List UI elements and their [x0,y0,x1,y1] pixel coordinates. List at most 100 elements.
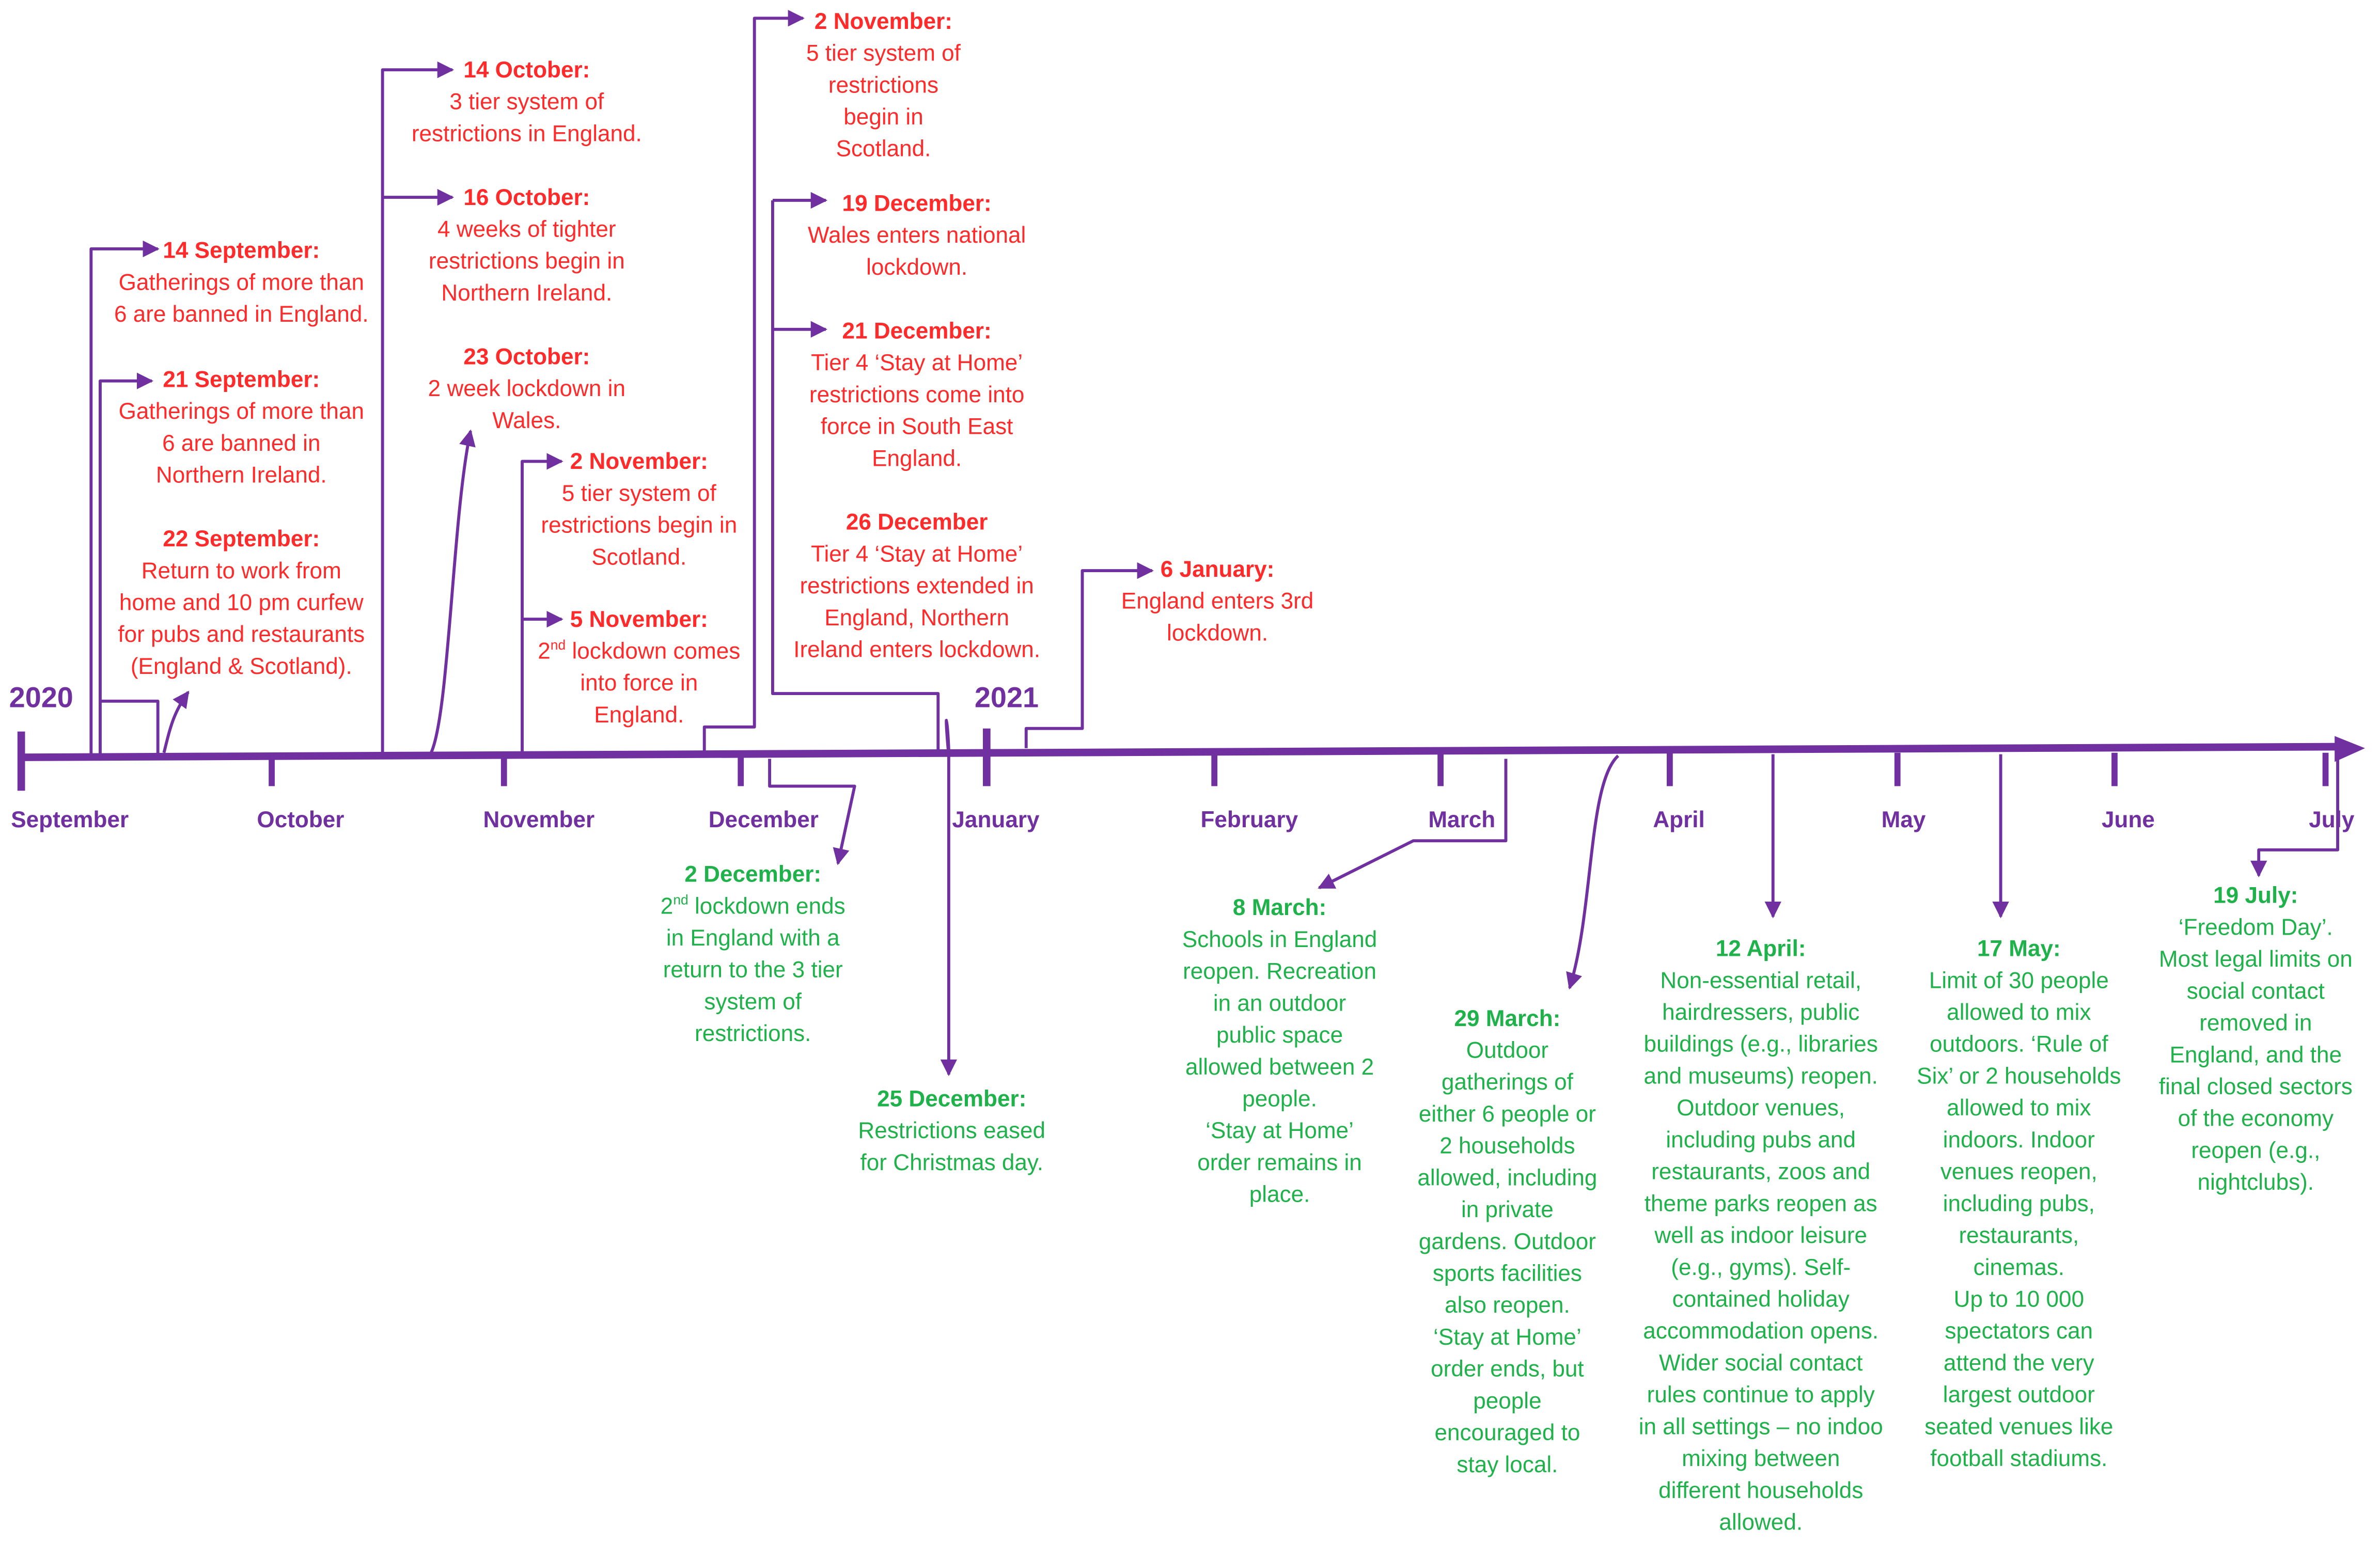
event-description-line: theme parks reopen as [1644,1191,1877,1218]
event-description-line: 3 tier system of [449,89,604,116]
event-description-line: allowed between 2 [1185,1054,1374,1081]
month-label-january: January [952,807,1040,833]
event-date: 2 November: [570,449,708,475]
event-description-line: England. [872,446,962,472]
event-description-line: place. [1249,1182,1310,1208]
event-date: 19 July: [2213,883,2298,909]
event-description-line: sports facilities [1432,1261,1582,1287]
event-description-line: hairdressers, public [1662,1000,1860,1026]
event-description-line: England. [594,702,684,729]
event-description-line: venues reopen, [1940,1159,2097,1186]
event-description-line: encouraged to [1434,1420,1580,1446]
event-description-line: football stadiums. [1930,1446,2108,1472]
event-description-line: buildings (e.g., libraries [1643,1032,1878,1058]
connector-25-december [940,718,958,1077]
event-restriction: 16 October: 4 weeks of tighter restriction… [429,182,625,310]
event-description-line: Schools in England [1182,927,1377,953]
event-date: 16 October: [463,185,590,211]
event-date: 14 October: [463,57,590,84]
event-date: 8 March: [1232,895,1327,921]
event-date: 2 December: [684,862,822,888]
event-description-line: Ireland enters lockdown. [793,637,1041,664]
year-2020-label: 2020 [9,683,73,715]
event-description-line: restrictions begin in [428,248,625,275]
event-date: 19 December: [842,191,992,217]
event-description: Tier 4 ‘Stay at Home’restrictions come i… [809,348,1025,475]
event-description-line: Scotland. [836,136,931,163]
event-description-line: Limit of 30 people [1929,968,2109,995]
event-description-line: restrictions begin in [541,513,738,539]
event-description-line: well as indoor leisure [1654,1223,1868,1249]
month-label-december: December [708,807,819,833]
event-date: 22 September: [163,526,320,553]
connector-2-november-scotland [702,10,805,751]
event-description-line: in an outdoor [1213,991,1346,1017]
event-description-line: for Christmas day. [860,1150,1043,1176]
event-description-line: 2 households [1439,1133,1575,1160]
connector-19-july [2250,759,2339,878]
event-description-line: 5 tier system of [561,481,716,507]
connector-2-november [521,453,563,753]
event-description-line: lockdown. [1167,621,1269,647]
event-restriction: 21 December:Tier 4 ‘Stay at Home’restric… [809,316,1025,475]
event-connectors [89,10,2339,1077]
event-description: England enters 3rd lockdown. [1121,586,1314,649]
event-description-line: restrictions in England. [411,121,642,148]
connector-29-march [1566,754,1619,990]
event-description-line: in private [1461,1197,1554,1223]
event-description-line: England enters 3rd [1121,589,1314,615]
month-label-may: May [1881,807,1926,833]
event-description-line: Tier 4 ‘Stay at Home’ [811,542,1023,568]
month-label-september: September [11,807,129,833]
event-description-line: mixing between [1682,1446,1840,1472]
event-description-line: ‘Stay at Home’ [1433,1325,1582,1351]
event-description-line: (England & Scotland). [130,654,352,680]
event-description-line: Northern Ireland. [441,280,613,307]
event-description-line: ‘Freedom Day’. [2178,915,2333,941]
event-description-line: Return to work from [141,558,341,585]
event-description-line: people [1473,1389,1542,1415]
connector-8-march [1318,759,1508,889]
event-description-line: in all settings – no indoo [1638,1414,1883,1441]
event-description-line: including pubs and [1666,1127,1856,1154]
event-description-line: return to the 3 tier [663,957,843,984]
event-description-line: Gatherings of more than [118,270,365,296]
connector-6-january [1024,562,1154,748]
event-description-line: system of [704,989,802,1016]
event-description-line: of the economy [2178,1106,2334,1132]
event-description-line: 4 weeks of tighter [437,217,616,243]
event-description-line: Six’ or 2 households [1917,1064,2121,1090]
month-label-july: July [2309,807,2355,833]
event-description-line: 6 are banned in England. [114,302,369,328]
event-description-line: either 6 people or [1418,1101,1596,1128]
event-description-line: outdoors. ‘Rule of [1930,1032,2108,1058]
event-description-line: (e.g., gyms). Self- [1671,1255,1851,1281]
event-description-line: Restrictions eased [858,1118,1046,1145]
month-label-october: October [257,807,345,833]
connector-21-september [99,372,154,756]
event-date: 5 November: [570,607,708,633]
event-date: 17 May: [1977,936,2061,963]
event-restriction: 14 October: 3 tier system of restrictions … [412,55,642,150]
event-date: 14 September: [163,238,320,264]
event-description-line: order remains in [1197,1150,1362,1176]
event-description-line: allowed, including [1417,1165,1598,1192]
event-description-line: removed in [2199,1011,2312,1037]
event-description-line: 5 tier system of [806,41,961,67]
event-description-line: Wider social contact [1658,1350,1863,1377]
event-description-line: attend the very [1944,1350,2094,1377]
